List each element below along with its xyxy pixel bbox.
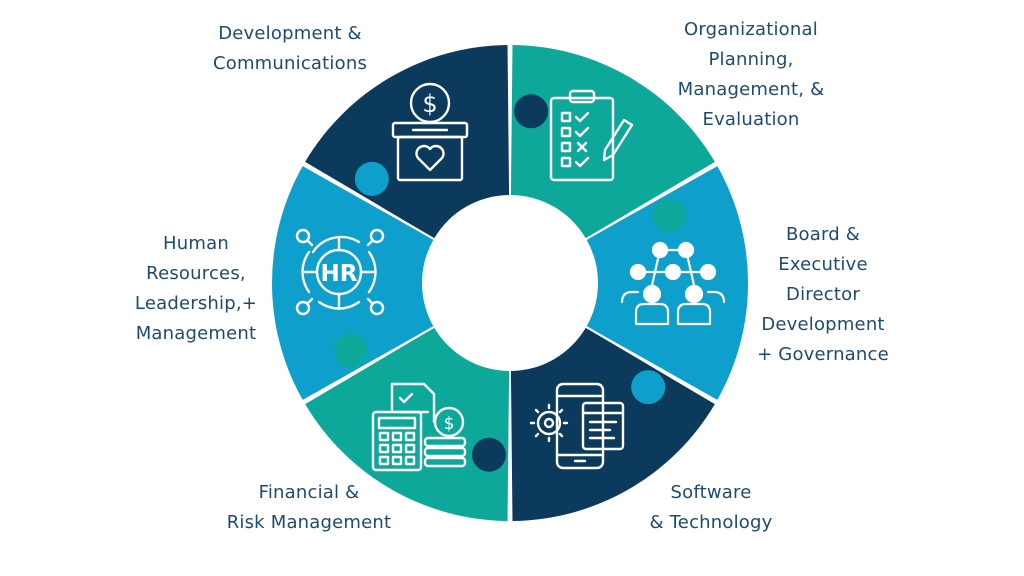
- puzzle-knob: [333, 333, 368, 368]
- calculator-coins-icon: $: [371, 382, 467, 472]
- checklist-clipboard-icon: [549, 89, 634, 182]
- segment-divider: [585, 163, 717, 240]
- label-board-executive-director: Board & Executive Director Development +…: [748, 220, 898, 370]
- label-development-communications: Development & Communications: [200, 19, 380, 79]
- label-line: Software: [670, 482, 752, 503]
- label-software-technology: Software & Technology: [626, 478, 796, 538]
- segment-divider: [585, 326, 717, 403]
- label-line: Management: [135, 323, 257, 344]
- label-line: Organizational: [684, 19, 818, 40]
- label-line: Risk Management: [226, 512, 392, 533]
- segment-board-executive-director: [586, 166, 748, 400]
- label-line: + Governance: [757, 344, 889, 365]
- svg-text:$: $: [444, 414, 455, 434]
- label-line: Development: [761, 314, 885, 335]
- puzzle-knob: [631, 370, 666, 405]
- segment-human-resources: [272, 166, 434, 400]
- label-financial-risk: Financial & Risk Management: [214, 478, 404, 538]
- people-network-icon: [620, 241, 726, 326]
- puzzle-knob: [354, 161, 389, 196]
- label-line: Management, &: [677, 79, 825, 100]
- label-organizational-planning: Organizational Planning, Management, & E…: [666, 15, 836, 135]
- label-line: Development &: [218, 23, 362, 44]
- mobile-software-icon: [529, 382, 625, 470]
- segment-divider: [303, 326, 435, 403]
- hr-icon-text: HR: [321, 261, 358, 287]
- label-line: Board &: [785, 224, 861, 245]
- puzzle-knob: [652, 198, 687, 233]
- segment-development-communications: [305, 45, 510, 239]
- puzzle-knob: [514, 94, 549, 129]
- segment-financial-risk: [305, 327, 510, 521]
- puzzle-knob: [471, 437, 506, 472]
- svg-text:$: $: [422, 90, 437, 118]
- label-line: Human: [163, 233, 229, 254]
- wheel-segments: [272, 45, 748, 521]
- segment-software-technology: [510, 327, 715, 521]
- label-line: & Technology: [649, 512, 773, 533]
- label-line: Financial &: [258, 482, 360, 503]
- label-line: Resources,: [146, 263, 246, 284]
- label-line: Leadership,+: [134, 293, 258, 314]
- label-line: Communications: [212, 53, 368, 74]
- hr-network-icon: HR: [295, 228, 385, 316]
- label-line: Planning,: [708, 49, 794, 70]
- label-line: Evaluation: [702, 109, 800, 130]
- label-line: Executive: [778, 254, 868, 275]
- label-line: Director: [786, 284, 860, 305]
- donation-box-icon: $: [391, 82, 469, 182]
- wheel-icons: $: [295, 82, 726, 472]
- label-human-resources: Human Resources, Leadership,+ Management: [126, 229, 266, 349]
- segment-divider: [303, 163, 435, 240]
